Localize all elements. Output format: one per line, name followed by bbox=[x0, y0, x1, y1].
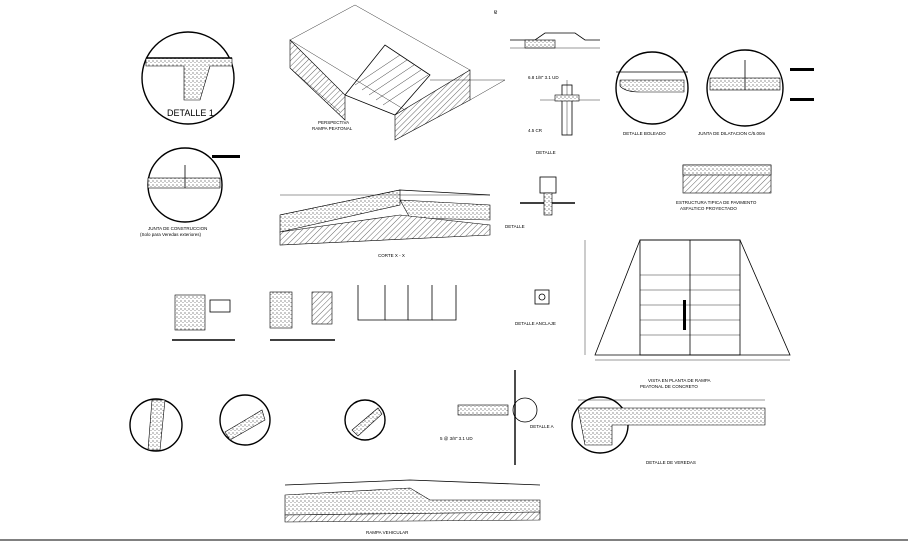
column-sections bbox=[172, 291, 335, 341]
corte-x-section: CORTE X - X bbox=[279, 189, 491, 258]
svg-text:DETALLE: DETALLE bbox=[536, 150, 556, 155]
junta-construccion-label-2: (Solo para Veredas exteriores) bbox=[140, 232, 202, 237]
detalle-boleado: DETALLE BOLEADO bbox=[615, 51, 689, 136]
junta-dilatacion: JUNTA DE DILATACION C/5.00m bbox=[698, 49, 814, 136]
estructura-pavimento: ESTRUCTURA TIPICA DE PAVIMENTO ASFALTICO… bbox=[676, 164, 772, 211]
fence-panels bbox=[357, 285, 457, 321]
junta-construccion: JUNTA DE CONSTRUCCION (Solo para Veredas… bbox=[140, 147, 240, 237]
svg-text:6.8 1/8" 3.1 UD: 6.8 1/8" 3.1 UD bbox=[528, 75, 559, 80]
detalle-boleado-label: DETALLE BOLEADO bbox=[623, 131, 666, 136]
rampa-vehicular-label: RAMPA VEHICULAR bbox=[366, 530, 409, 535]
junta-construccion-label-1: JUNTA DE CONSTRUCCION bbox=[148, 226, 207, 231]
corte-x-label: CORTE X - X bbox=[378, 253, 405, 258]
vista-planta: VISTA EN PLANTA DE RAMPA PEATONAL DE CON… bbox=[584, 239, 791, 389]
detail-1-circle: DETALLE 1 bbox=[141, 31, 235, 125]
perspective-label-2: RAMPA PEATONAL bbox=[312, 126, 353, 131]
svg-text:4.5 CR: 4.5 CR bbox=[528, 128, 543, 133]
detalle-a: DETALLE A 5 @ 3/8" 3.1 UD bbox=[440, 370, 554, 465]
perspective-ramp: PERSPECTIVA RAMPA PEATONAL bbox=[289, 4, 506, 141]
rampa-vehicular: RAMPA VEHICULAR bbox=[284, 479, 541, 535]
bottom-circle-details bbox=[129, 394, 386, 452]
dim-note: 5 @ 3/8" 3.1 UD bbox=[440, 436, 473, 441]
detail-1-label: DETALLE 1 bbox=[167, 108, 214, 118]
detalle-a-label: DETALLE A bbox=[530, 424, 554, 429]
estructura-label-1: ESTRUCTURA TIPICA DE PAVIMENTO bbox=[676, 200, 757, 205]
vista-planta-label-2: PEATONAL DE CONCRETO bbox=[640, 384, 698, 389]
detalle-veredas-label: DETALLE DE VEREDAS bbox=[646, 460, 696, 465]
detalle-veredas: DETALLE DE VEREDAS bbox=[571, 396, 766, 465]
curb-section-top: ɐ bbox=[494, 10, 600, 49]
page-mark: ɐ bbox=[494, 10, 498, 16]
small-post-detail: DETALLE ANCLAJE bbox=[515, 289, 556, 326]
estructura-label-2: ASFALTICO PROYECTADO bbox=[680, 206, 737, 211]
perspective-label-1: PERSPECTIVA bbox=[318, 120, 349, 125]
svg-text:DETALLE: DETALLE bbox=[505, 224, 525, 229]
junta-dilatacion-label: JUNTA DE DILATACION C/5.00m bbox=[698, 131, 766, 136]
vista-planta-label-1: VISTA EN PLANTA DE RAMPA bbox=[648, 378, 711, 383]
svg-text:DETALLE ANCLAJE: DETALLE ANCLAJE bbox=[515, 321, 556, 326]
post-detail: 6.8 1/8" 3.1 UD 4.5 CR DETALLE bbox=[528, 75, 600, 155]
anchor-detail: DETALLE bbox=[505, 176, 575, 229]
